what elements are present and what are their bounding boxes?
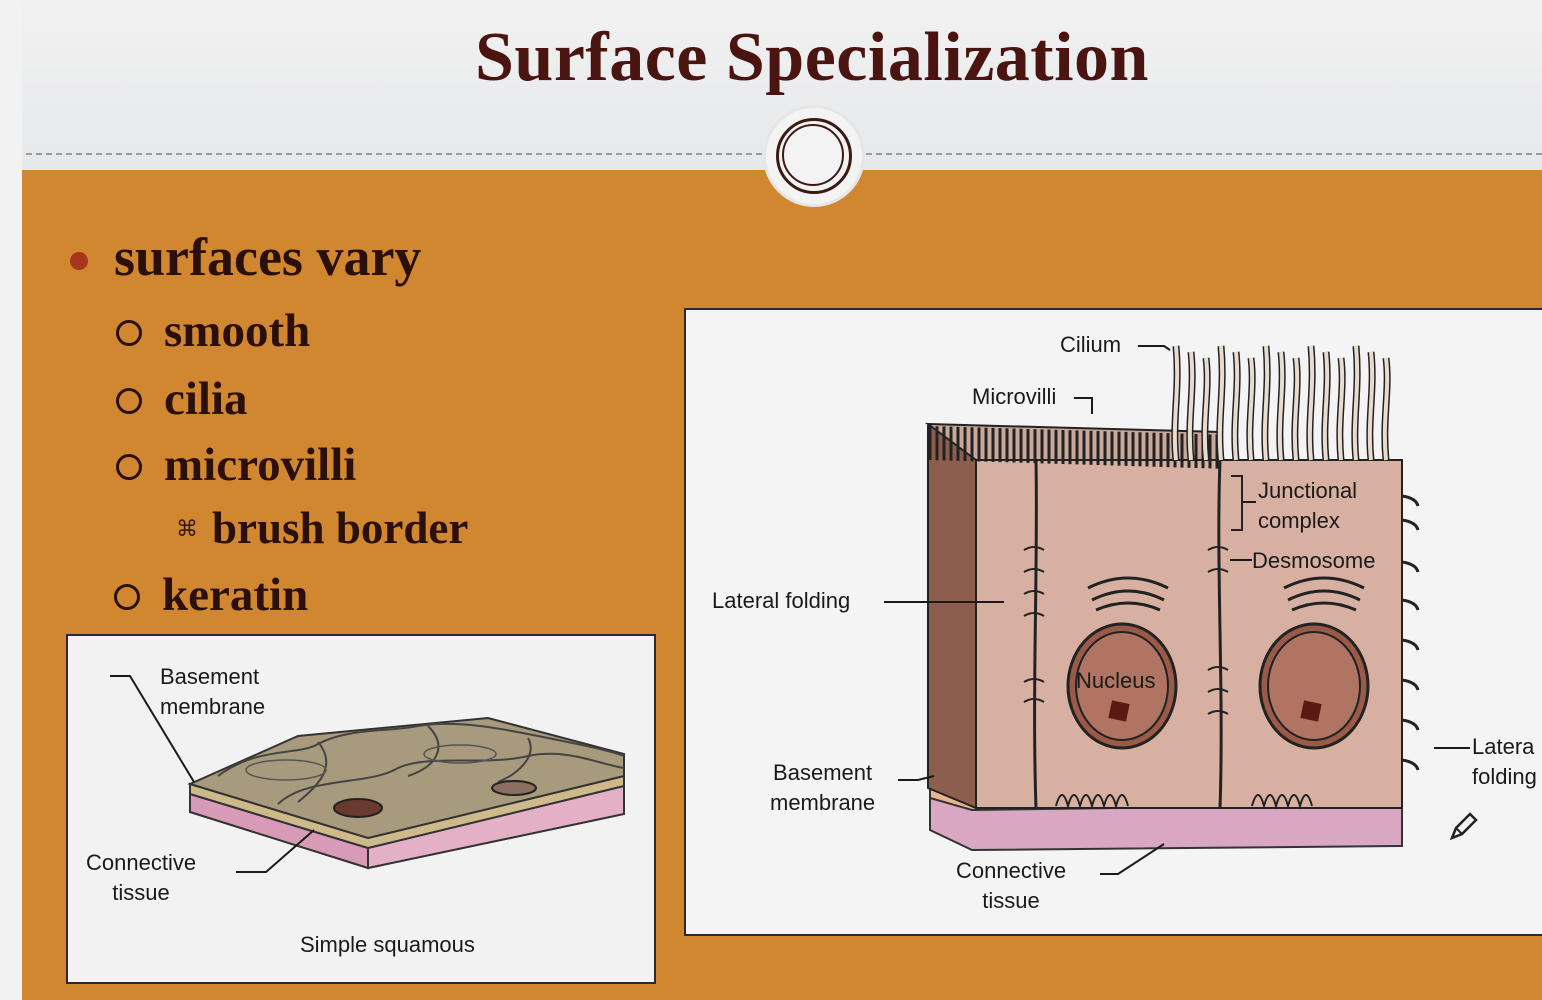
circle-ornament-icon — [766, 108, 862, 204]
label-connective-tissue: Connective tissue — [86, 850, 197, 905]
nested-bullet-brush-border: brush border — [212, 503, 469, 553]
label-desmosome: Desmosome — [1252, 548, 1376, 573]
slide-title: Surface Specialization — [475, 19, 1149, 96]
bullet-dot-icon — [70, 252, 88, 270]
label-connective-tissue-right: Connective tissue — [956, 858, 1067, 913]
sub-bullet-microvilli: microvilli — [164, 439, 357, 491]
window-edge — [0, 0, 23, 1000]
sub-bullet-keratin: keratin — [162, 569, 309, 621]
label-microvilli: Microvilli — [972, 384, 1057, 409]
label-lateral-folding-left: Lateral folding — [712, 588, 851, 613]
squamous-illustration — [110, 675, 625, 873]
sub-bullet-cilia: cilia — [164, 373, 248, 425]
label-cilium: Cilium — [1060, 332, 1122, 357]
figure-caption-simple-squamous: Simple squamous — [300, 932, 475, 957]
ring-bullet-icon — [116, 388, 142, 414]
label-basement-membrane: Basement membrane — [160, 664, 266, 719]
figure-simple-squamous: Basement membrane Connective tissue Simp… — [66, 634, 656, 984]
label-lateral-folding-right: Latera folding — [1472, 734, 1537, 789]
label-junctional-complex: Junctional complex — [1258, 478, 1358, 533]
label-nucleus: Nucleus — [1076, 668, 1156, 693]
bullet-surfaces-vary: surfaces vary — [114, 227, 422, 287]
pen-icon[interactable] — [1446, 810, 1480, 844]
figure-columnar-cells: Cilium Microvilli Junctional complex Des… — [684, 308, 1542, 936]
ring-bullet-icon — [116, 320, 142, 346]
sub-bullet-smooth: smooth — [164, 305, 311, 357]
columnar-illustration — [884, 345, 1470, 875]
star-bullet-icon: ⌘ — [176, 516, 198, 541]
label-basement-membrane-right: Basement membrane — [770, 760, 876, 815]
ring-bullet-icon — [114, 584, 140, 610]
ring-bullet-icon — [116, 454, 142, 480]
